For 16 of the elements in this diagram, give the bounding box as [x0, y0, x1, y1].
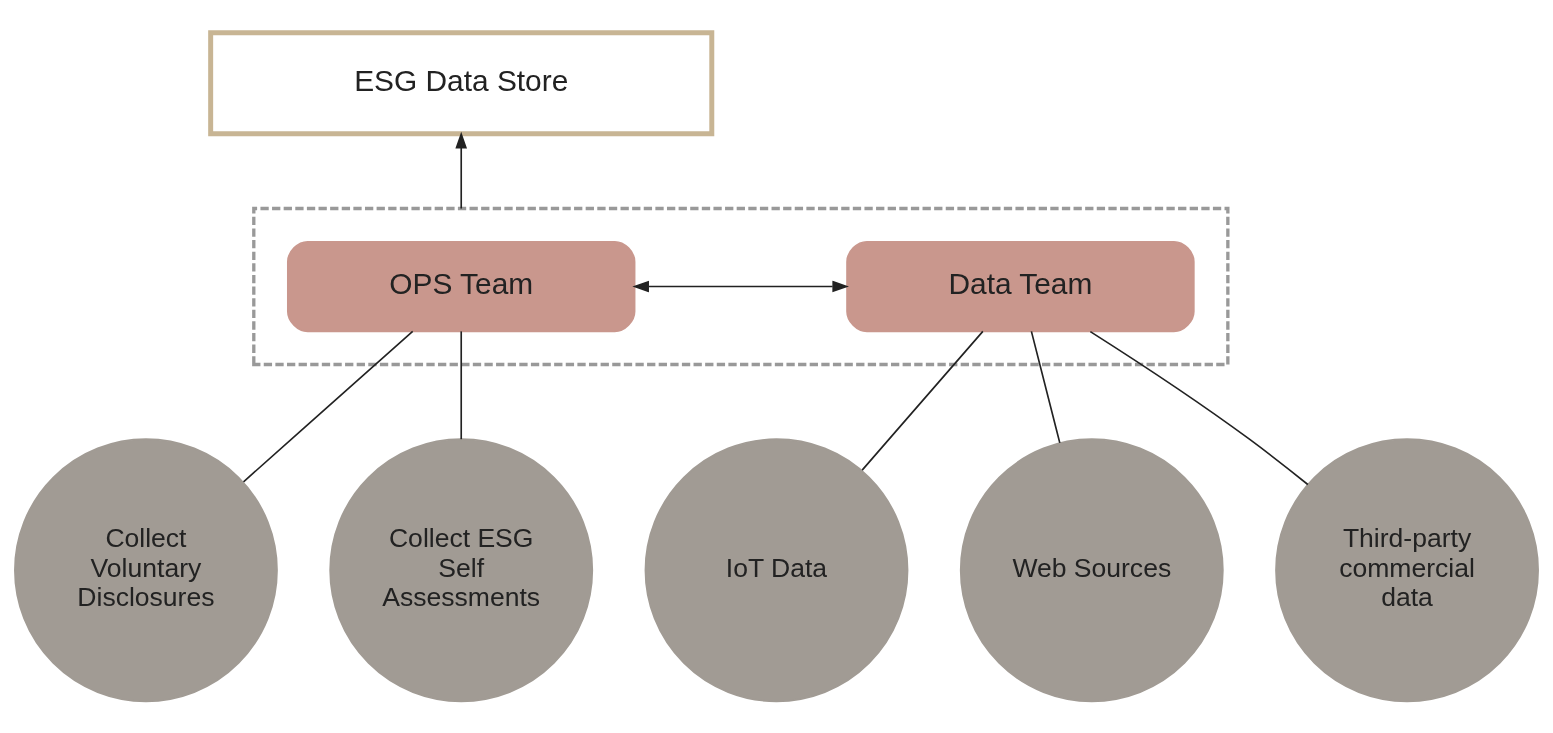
connector: [861, 330, 984, 471]
connector: [1030, 330, 1061, 444]
node-box: OPS Team: [287, 240, 636, 332]
connector: [242, 330, 414, 483]
node-circle: IoT Data: [644, 437, 909, 702]
node-circle: Collect Voluntary Disclosures: [14, 437, 278, 702]
cluster: [252, 206, 1230, 366]
node-circle: Third-party commercial data: [1275, 437, 1539, 702]
connector: [1089, 330, 1309, 485]
node-box: ESG Data Store: [208, 29, 715, 136]
arrow: [455, 131, 468, 209]
arrow: [632, 280, 849, 292]
node-box: Data Team: [846, 240, 1195, 332]
node-circle: Collect ESG Self Assessments: [329, 437, 594, 702]
node-circle: Web Sources: [959, 437, 1224, 702]
connector: [460, 330, 463, 440]
